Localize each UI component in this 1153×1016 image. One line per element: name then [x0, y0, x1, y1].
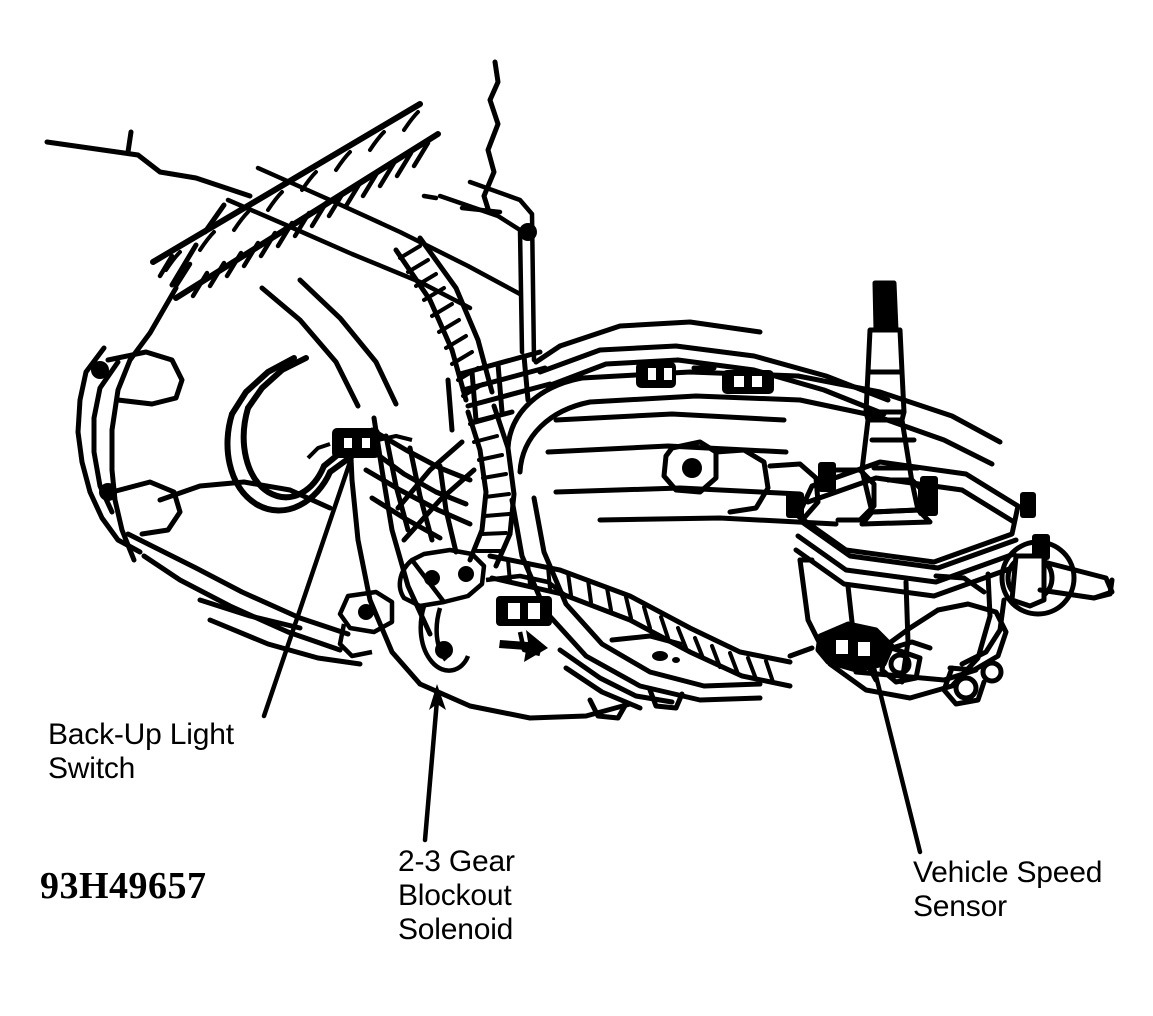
- callout-backup-light-switch: Back-Up Light Switch: [48, 718, 234, 785]
- case-bottom-rails: [557, 633, 685, 721]
- leader-backup-light-switch: [261, 459, 353, 719]
- vehicle-speed-sensor-part: [787, 621, 933, 673]
- case-cooling-ribs: [445, 349, 553, 433]
- callout-vehicle-speed-sensor: Vehicle Speed Sensor: [913, 856, 1103, 923]
- leader-lines: [261, 459, 923, 855]
- figure-code: 93H49657: [40, 865, 207, 907]
- callout-gear-blockout-solenoid: 2-3 Gear Blockout Solenoid: [398, 845, 515, 946]
- output-shaft-assembly: [959, 539, 1115, 667]
- shifter-cover-plate: [786, 459, 1050, 599]
- lower-housing-fittings: [397, 547, 568, 673]
- leader-gear-blockout: [422, 697, 440, 843]
- leader-arrowhead-gear-blockout: [429, 684, 446, 710]
- shift-rails: [533, 319, 891, 417]
- bellhousing-group: [44, 129, 363, 667]
- front-housing-ribs: [363, 427, 477, 555]
- leader-vehicle-speed-sensor: [870, 661, 923, 855]
- transmission-main-case: [505, 369, 1003, 703]
- internal-direction-arrow: [499, 630, 548, 662]
- wiring-conduit-main: [150, 101, 441, 301]
- case-bottom-hardware: [337, 589, 395, 659]
